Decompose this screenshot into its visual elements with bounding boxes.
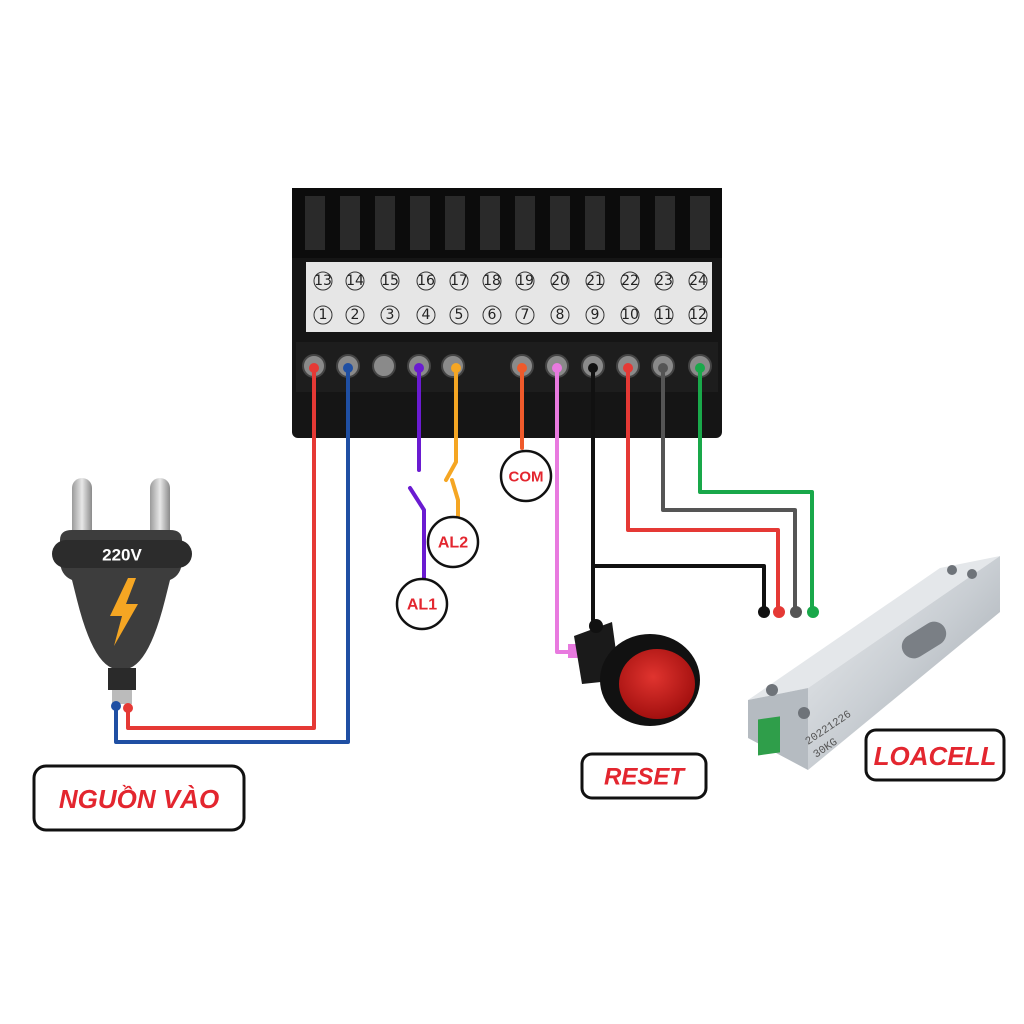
com-label: COM <box>499 449 553 503</box>
terminal-number: 19 <box>516 273 534 289</box>
al1-label: AL1 <box>395 577 449 631</box>
terminal-number: 11 <box>655 307 673 323</box>
al1-label-text: AL1 <box>407 597 437 614</box>
loadcell-wire-gray <box>661 366 797 612</box>
controller-terminal-block: 13 14 15 16 17 18 19 20 21 22 23 24 <box>292 188 722 438</box>
top-number-row: 13 14 15 16 17 18 19 20 21 22 23 24 <box>313 271 708 291</box>
terminal-number: 9 <box>591 307 600 323</box>
loadcell-label: LOACELL <box>864 728 1006 782</box>
loadcell-wire-red <box>626 366 780 612</box>
terminal-number: 2 <box>351 307 360 323</box>
al1-wire <box>408 366 426 582</box>
terminal-number: 8 <box>556 307 565 323</box>
terminal-number: 22 <box>621 273 639 289</box>
terminal-number: 7 <box>521 307 530 323</box>
terminal-number: 10 <box>621 307 639 323</box>
terminal-number: 5 <box>455 307 464 323</box>
terminal-number: 17 <box>450 273 468 289</box>
black-wire <box>591 366 766 622</box>
com-label-text: COM <box>509 469 544 486</box>
terminal-number: 1 <box>319 307 328 323</box>
power-in-label: NGUỒN VÀO <box>32 764 246 832</box>
terminal-number: 18 <box>483 273 501 289</box>
terminal-slots <box>305 196 710 250</box>
power-in-label-text: NGUỒN VÀO <box>59 784 219 814</box>
terminal-number: 24 <box>689 273 707 289</box>
plug-voltage-label: 220V <box>102 546 142 565</box>
bottom-number-row: 1 2 3 4 5 6 7 8 9 10 11 12 <box>313 305 708 325</box>
reset-wire-pink <box>555 366 574 654</box>
loadcell-wire-dots <box>758 606 819 618</box>
terminal-number: 12 <box>689 307 707 323</box>
power-plug-icon: 220V <box>52 478 192 713</box>
reset-button-icon <box>568 619 700 726</box>
reset-label-text: RESET <box>604 764 686 791</box>
terminal-number: 21 <box>586 273 604 289</box>
terminal-number-label <box>306 262 712 332</box>
terminal-number: 6 <box>488 307 497 323</box>
terminal-number: 23 <box>655 273 673 289</box>
power-wire-blue <box>114 366 350 744</box>
lightning-bolt-icon <box>110 578 138 646</box>
terminal-number: 20 <box>551 273 569 289</box>
al2-label-text: AL2 <box>438 535 468 552</box>
terminal-number: 3 <box>386 307 395 323</box>
wires <box>114 366 814 744</box>
loadcell-label-text: LOACELL <box>874 741 997 771</box>
terminal-number: 16 <box>417 273 435 289</box>
terminal-number: 14 <box>346 273 364 289</box>
al2-label: AL2 <box>426 515 480 569</box>
loadcell-wire-green <box>698 366 814 612</box>
terminal-wire-dots <box>309 363 705 373</box>
terminal-number: 15 <box>381 273 399 289</box>
terminal-number: 4 <box>422 307 431 323</box>
terminal-number: 13 <box>314 273 332 289</box>
power-wire-red <box>126 366 316 730</box>
reset-label: RESET <box>580 752 708 800</box>
